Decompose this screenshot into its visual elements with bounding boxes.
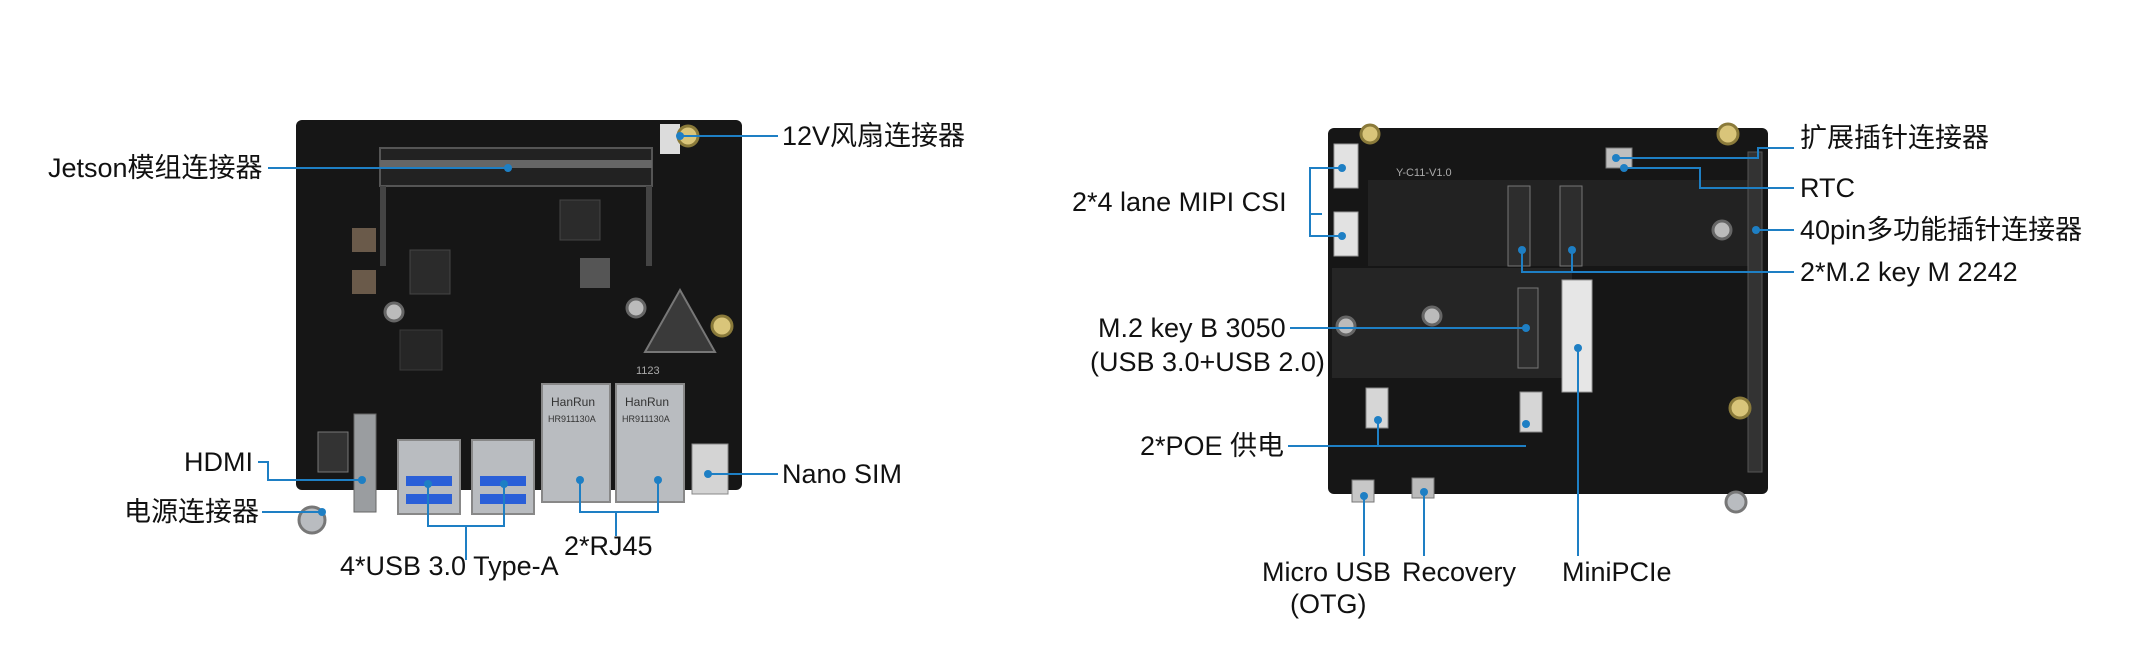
logo-mark: [643, 287, 717, 353]
label-micro-usb-line2: (OTG): [1290, 589, 1367, 619]
mipi-callout-bracket-bottom: [1309, 214, 1342, 237]
mipi-connector-1: [1333, 143, 1359, 189]
mount-hole: [383, 301, 405, 323]
label-recovery: Recovery: [1402, 557, 1517, 587]
mount-hole: [710, 314, 734, 338]
inductor: [352, 270, 376, 294]
callout-dot: [500, 480, 508, 488]
callout-dot: [1360, 492, 1368, 500]
callout-dot: [1568, 246, 1576, 254]
label-m2-key-m: 2*M.2 key M 2242: [1800, 257, 2018, 287]
callout-dot: [654, 476, 662, 484]
rj45-brand-1: HanRun: [551, 395, 595, 409]
power-jack: [317, 431, 349, 473]
label-rj45: 2*RJ45: [564, 531, 653, 561]
callout-dot: [1522, 420, 1530, 428]
label-40pin-header: 40pin多功能插针连接器: [1800, 215, 2083, 245]
inductor: [352, 228, 376, 252]
label-fan-connector: 12V风扇连接器: [782, 121, 966, 151]
callout-dot: [704, 470, 712, 478]
mount-hole: [1728, 396, 1752, 420]
label-mipi-csi: 2*4 lane MIPI CSI: [1072, 187, 1287, 217]
m2-key-m-slot-1: [1507, 185, 1531, 267]
label-rtc: RTC: [1800, 173, 1856, 203]
mount-hole: [1716, 122, 1740, 146]
antenna-connector: [1724, 490, 1748, 514]
expansion-callout-line: [1616, 147, 1794, 159]
callout-dot: [1620, 164, 1628, 172]
callout-dot: [676, 132, 684, 140]
callout-dot: [424, 480, 432, 488]
jetson-connector-pins: [380, 160, 652, 168]
rtc-callout-line: [1624, 167, 1794, 189]
hdmi-port: [353, 413, 377, 513]
callout-dot: [318, 508, 326, 516]
label-poe: 2*POE 供电: [1140, 431, 1285, 461]
callout-dot: [576, 476, 584, 484]
m2m-callout-line-1: [1521, 250, 1794, 273]
rj45-jack-1: [541, 383, 611, 503]
mipi-connector-2: [1333, 211, 1359, 257]
label-expansion-header: 扩展插针连接器: [1800, 123, 1989, 153]
inductor: [580, 258, 610, 288]
label-usb: 4*USB 3.0 Type-A: [340, 551, 559, 581]
rj45-jack-2: [615, 383, 685, 503]
mount-hole: [1359, 123, 1381, 145]
fan-connector: [660, 124, 680, 154]
chip: [399, 329, 443, 371]
label-micro-usb-line1: Micro USB: [1262, 557, 1392, 587]
label-nano-sim: Nano SIM: [782, 459, 903, 489]
mipi-callout-bracket-top: [1309, 167, 1342, 215]
callout-dot: [1338, 232, 1346, 240]
m2-m-area: [1368, 180, 1748, 266]
mount-hole: [625, 297, 647, 319]
callout-dot: [1338, 164, 1346, 172]
label-hdmi: HDMI: [184, 447, 253, 477]
hdmi-callout-line: [258, 461, 362, 481]
label-m2-key-b-line1: M.2 key B 3050: [1098, 313, 1286, 343]
label-power-connector: 电源连接器: [124, 497, 259, 527]
rj45-callout-bracket: [579, 480, 659, 513]
callout-dot: [1420, 488, 1428, 496]
callout-dot: [358, 476, 366, 484]
rj45-brand-2: HanRun: [625, 395, 669, 409]
board-silk-number: 1123: [636, 365, 660, 377]
callout-dot: [1612, 154, 1620, 162]
callout-dot: [1574, 344, 1582, 352]
callout-dot: [1522, 324, 1530, 332]
callout-dot: [1752, 226, 1760, 234]
callout-dot: [504, 164, 512, 172]
jetson-latch-left: [380, 186, 386, 266]
label-minipcie: MiniPCIe: [1562, 557, 1672, 587]
jetson-latch-right: [646, 186, 652, 266]
label-jetson-connector: Jetson模组连接器: [48, 153, 263, 183]
rj45-code-1: HR911130A: [548, 414, 596, 424]
nano-sim-slot: [691, 443, 729, 495]
callout-dot: [1374, 416, 1382, 424]
mount-hole: [1421, 305, 1443, 327]
board-id-silk: Y-C11-V1.0: [1396, 167, 1452, 179]
rj45-code-2: HR911130A: [622, 414, 670, 424]
mount-hole: [1335, 315, 1357, 337]
label-m2-key-b-line2: (USB 3.0+USB 2.0): [1090, 347, 1325, 377]
chip: [409, 249, 451, 295]
mount-hole: [1711, 219, 1733, 241]
chip: [559, 199, 601, 241]
callout-dot: [1518, 246, 1526, 254]
